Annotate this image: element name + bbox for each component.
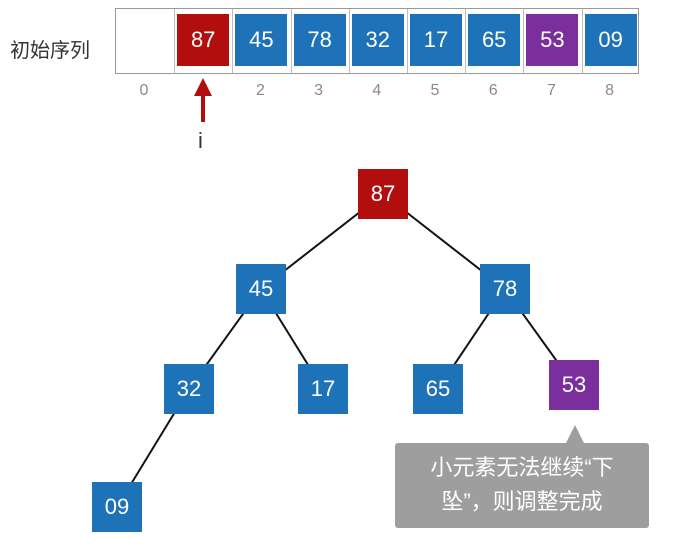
array-cell-4: 32 — [351, 14, 404, 66]
sequence-label: 初始序列 — [10, 40, 90, 62]
array-cell-8: 09 — [584, 14, 637, 66]
array-cell-6: 65 — [468, 14, 521, 66]
array-cell-3: 78 — [293, 14, 346, 66]
array-index-2: 2 — [255, 82, 265, 99]
tooltip-line-2: 坠”，则调整完成 — [441, 489, 603, 514]
array-divider — [348, 9, 350, 73]
array-index-4: 4 — [372, 82, 382, 99]
tree-node-5: 65 — [413, 364, 463, 414]
pointer-label: i — [198, 128, 203, 153]
array-cell-2: 45 — [235, 14, 288, 66]
array-divider — [465, 9, 467, 73]
tree-node-0: 87 — [358, 169, 408, 219]
tree-node-4: 17 — [298, 364, 348, 414]
array-index-3: 3 — [314, 82, 324, 99]
array-divider — [290, 9, 292, 73]
array-divider — [581, 9, 583, 73]
array-cell-7: 53 — [526, 14, 579, 66]
tree-node-3: 32 — [164, 364, 214, 414]
array-divider — [174, 9, 176, 73]
array-cell-5: 17 — [410, 14, 462, 66]
tooltip-pointer — [566, 425, 584, 443]
pointer-arrow-head — [194, 78, 212, 96]
tooltip-line-1: 小元素无法继续“下 — [430, 455, 614, 480]
array-index-8: 8 — [605, 82, 615, 99]
array-divider — [407, 9, 408, 73]
array-index-6: 6 — [488, 82, 498, 99]
array-divider — [232, 9, 234, 73]
array-index-5: 5 — [430, 82, 440, 99]
tree-node-6: 53 — [549, 360, 599, 410]
tree-node-2: 78 — [480, 264, 530, 314]
tree-node-1: 45 — [236, 264, 286, 314]
tooltip-callout: 小元素无法继续“下 坠”，则调整完成 — [395, 443, 649, 528]
array-index-7: 7 — [546, 82, 556, 99]
tree-node-7: 09 — [92, 482, 142, 532]
array-cell-1: 87 — [177, 14, 230, 66]
array-divider — [523, 9, 525, 73]
array-index-0: 0 — [139, 82, 149, 99]
